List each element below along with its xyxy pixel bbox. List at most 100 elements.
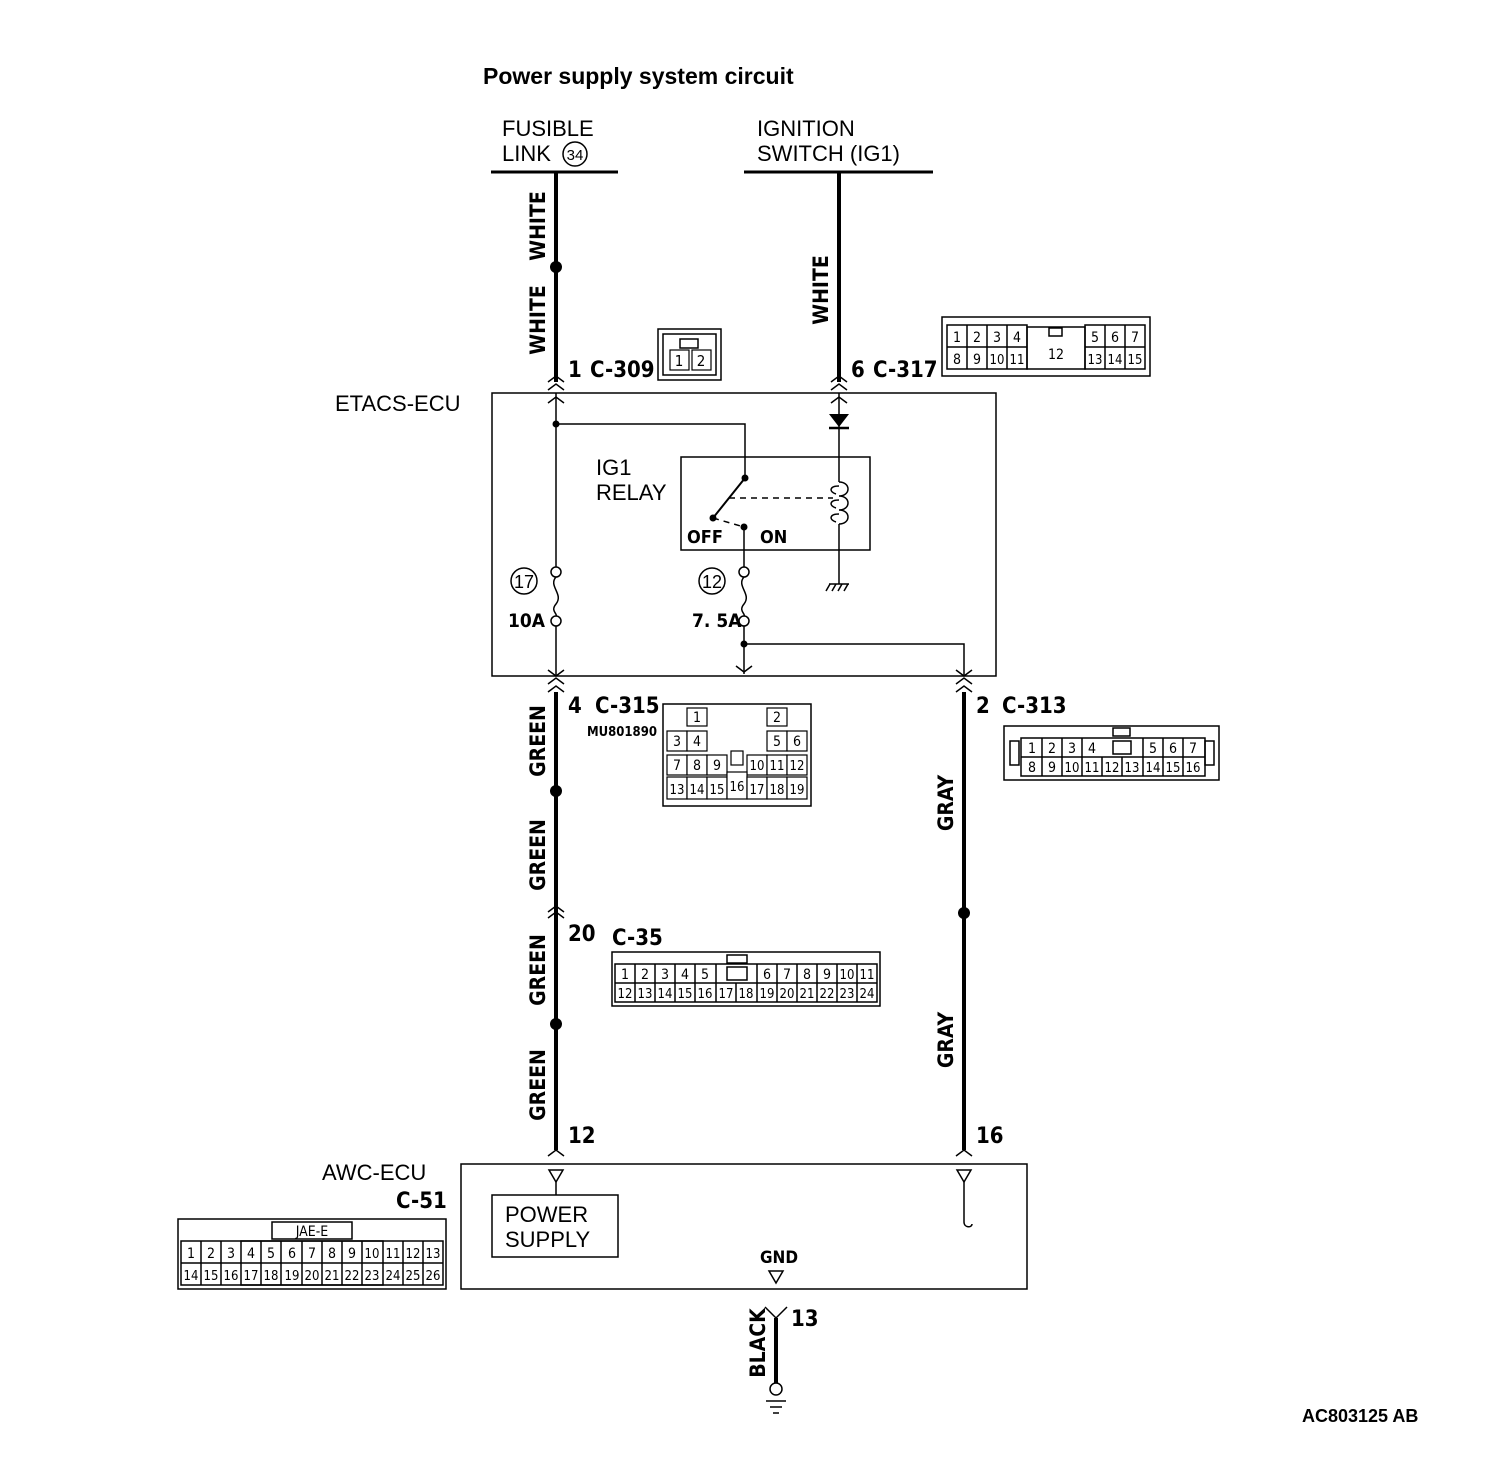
svg-text:8: 8: [328, 1246, 336, 1262]
svg-text:23: 23: [840, 987, 855, 1002]
svg-text:6: 6: [793, 734, 801, 750]
svg-text:1: 1: [1028, 741, 1036, 757]
svg-text:10: 10: [365, 1247, 380, 1262]
figure-id: AC803125 AB: [1302, 1406, 1418, 1426]
svg-text:18: 18: [264, 1269, 279, 1284]
svg-text:7: 7: [1189, 741, 1197, 757]
svg-text:3: 3: [993, 330, 1001, 346]
fuse-12-number-circle: [698, 567, 726, 595]
svg-text:2: 2: [697, 352, 706, 370]
svg-text:10: 10: [840, 968, 855, 983]
svg-text:2: 2: [973, 330, 981, 346]
svg-text:3: 3: [673, 734, 681, 750]
connector-c313-face: 1 2 3 4 5 6 7 8 9 10 11 12 13 14 15 16: [1003, 725, 1220, 781]
pin-c317: 6: [851, 358, 865, 383]
svg-text:1: 1: [953, 330, 961, 346]
svg-text:14: 14: [184, 1269, 199, 1284]
svg-text:18: 18: [770, 783, 785, 798]
svg-text:4: 4: [693, 734, 701, 750]
relay-on-label: ON: [760, 527, 787, 548]
ground-terminal: [769, 1382, 783, 1396]
svg-text:19: 19: [790, 783, 805, 798]
svg-text:3: 3: [1068, 741, 1076, 757]
wire-color-gray-2: GRAY: [934, 1012, 958, 1069]
connector-c317: C-317: [873, 358, 938, 383]
svg-text:10: 10: [990, 353, 1005, 368]
svg-text:15: 15: [678, 987, 693, 1002]
svg-text:11: 11: [770, 759, 785, 774]
svg-text:4: 4: [1013, 330, 1021, 346]
svg-text:2: 2: [773, 710, 781, 726]
connector-c309-face: 1 2: [657, 328, 722, 381]
svg-text:5: 5: [267, 1246, 275, 1262]
svg-text:12: 12: [406, 1247, 421, 1262]
fuse-12-number: 12: [702, 572, 722, 592]
svg-text:5: 5: [701, 967, 709, 983]
svg-text:13: 13: [638, 987, 653, 1002]
pin-awc-ig: 16: [976, 1124, 1004, 1149]
svg-text:3: 3: [227, 1246, 235, 1262]
svg-text:16: 16: [730, 780, 745, 795]
svg-text:7: 7: [308, 1246, 316, 1262]
svg-text:11: 11: [1010, 353, 1025, 368]
svg-text:16: 16: [224, 1269, 239, 1284]
ig1-relay-label-1: IG1: [596, 455, 631, 480]
svg-text:9: 9: [1048, 760, 1056, 776]
svg-text:5: 5: [773, 734, 781, 750]
relay-feed-line: [556, 423, 746, 478]
svg-text:7: 7: [673, 758, 681, 774]
svg-text:11: 11: [860, 968, 875, 983]
pin-awc-power: 12: [568, 1124, 596, 1149]
svg-text:2: 2: [641, 967, 649, 983]
ignition-label-2: SWITCH (IG1): [757, 141, 900, 166]
c315-part-number: MU801890: [587, 725, 657, 740]
svg-text:4: 4: [681, 967, 689, 983]
relay-coil-icon: [838, 481, 849, 525]
svg-text:22: 22: [345, 1269, 360, 1284]
svg-text:12: 12: [1105, 761, 1120, 776]
power-supply-label-2: SUPPLY: [505, 1227, 591, 1252]
svg-text:10: 10: [750, 759, 765, 774]
ig1-relay-label-2: RELAY: [596, 480, 667, 505]
ig-output-line: [744, 643, 965, 676]
svg-text:5: 5: [1149, 741, 1157, 757]
pin-c315: 4: [568, 694, 582, 719]
relay-off-label: OFF: [687, 527, 723, 548]
fuse-17-number-circle: [510, 567, 538, 595]
svg-text:26: 26: [426, 1269, 441, 1284]
svg-text:14: 14: [690, 783, 705, 798]
svg-text:7: 7: [783, 967, 791, 983]
wire-color-white-3: WHITE: [809, 255, 833, 324]
splice-dot: [550, 261, 562, 273]
svg-text:17: 17: [244, 1269, 259, 1284]
svg-text:19: 19: [760, 987, 775, 1002]
svg-text:20: 20: [780, 987, 795, 1002]
fusible-link-label-2: LINK: [502, 141, 551, 166]
svg-text:10: 10: [1065, 761, 1080, 776]
svg-text:14: 14: [1146, 761, 1161, 776]
awc-ecu-box: [460, 1163, 1028, 1290]
svg-text:21: 21: [800, 987, 815, 1002]
wire-color-gray-1: GRAY: [934, 775, 958, 832]
svg-text:8: 8: [803, 967, 811, 983]
svg-text:9: 9: [713, 758, 721, 774]
svg-text:18: 18: [739, 987, 754, 1002]
wire-color-green-2: GREEN: [526, 819, 550, 891]
power-supply-label-1: POWER: [505, 1202, 588, 1227]
svg-text:25: 25: [406, 1269, 421, 1284]
svg-text:16: 16: [1186, 761, 1201, 776]
svg-text:15: 15: [204, 1269, 219, 1284]
svg-text:8: 8: [693, 758, 701, 774]
connector-arrow: [830, 375, 848, 383]
svg-text:8: 8: [1028, 760, 1036, 776]
svg-text:1: 1: [187, 1246, 195, 1262]
etacs-ecu-label: ETACS-ECU: [335, 391, 461, 416]
fuse-17-element: [553, 576, 559, 617]
connector-c317-face: 1 2 3 4 5 6 7 8 9 10 11 13 14 15 12: [941, 316, 1151, 377]
svg-text:6: 6: [288, 1246, 296, 1262]
svg-text:5: 5: [1091, 330, 1099, 346]
svg-text:12: 12: [618, 987, 633, 1002]
wire-color-white-1: WHITE: [526, 191, 550, 260]
